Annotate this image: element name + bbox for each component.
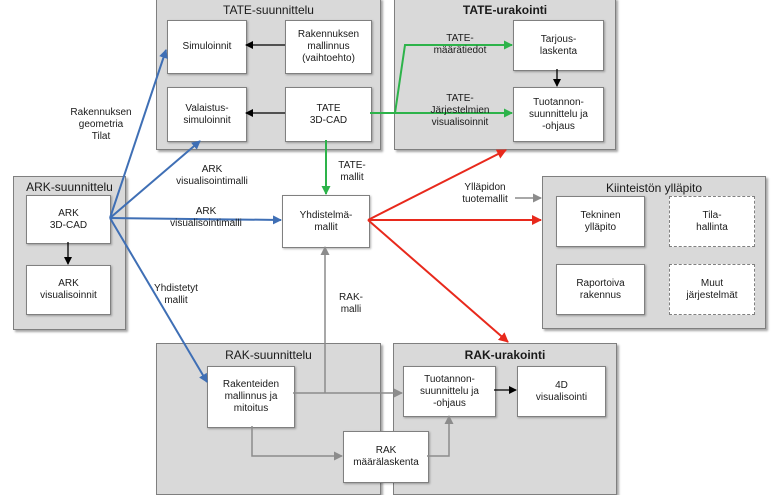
box-tilahallinta: Tila- hallinta xyxy=(669,196,755,247)
label-rakennuksen-geometria: Rakennuksen geometria Tilat xyxy=(70,107,132,142)
arrow-yhdistelma-to-rak-urakointi xyxy=(367,219,509,343)
box-raportoiva-rakennus: Raportoiva rakennus xyxy=(556,264,645,315)
label-rak-malli: RAK- malli xyxy=(339,292,363,315)
box-tekninen-yllapito: Tekninen ylläpito xyxy=(556,196,645,247)
group-title: TATE-suunnittelu xyxy=(223,3,314,17)
group-title: TATE-urakointi xyxy=(462,3,548,17)
box-tarjouslaskenta: Tarjous- laskenta xyxy=(513,20,604,71)
label-tate-mallit: TATE- mallit xyxy=(338,160,366,183)
group-title: ARK-suunnittelu xyxy=(26,180,113,194)
arrow-rakenteiden-to-maaralaskenta xyxy=(251,426,343,461)
arrow-ark-to-simuloinnit xyxy=(109,49,168,219)
arrow-ark-to-yhdistelma xyxy=(109,215,282,225)
arrow-ark-to-valaistus xyxy=(109,140,201,219)
box-valaistus-simuloinnit: Valaistus- simuloinnit xyxy=(167,87,247,142)
box-rak-maaralaskenta: RAK määrälaskenta xyxy=(343,431,429,483)
label-tate-maaratiedot: TATE- määrätiedot xyxy=(433,33,487,56)
group-title: RAK-suunnittelu xyxy=(225,348,312,362)
group-title: Kiinteistön ylläpito xyxy=(605,181,703,195)
box-yhdistelmamallit: Yhdistelmä- mallit xyxy=(282,195,370,248)
label-yhdistetyt-mallit: Yhdistetyt mallit xyxy=(154,283,198,306)
box-rakennuksen-mallinnus: Rakennuksen mallinnus (vaihtoehto) xyxy=(285,20,372,74)
arrow-maaralaskenta-to-tuotannon xyxy=(427,415,454,457)
label-ark-visualisointimalli-1: ARK visualisointimalli xyxy=(176,164,248,187)
arrow-ark-to-rakenteiden xyxy=(109,217,208,383)
arrow-yhdistelma-to-tate-urakointi xyxy=(367,149,507,221)
box-tuotannon-tate: Tuotannon- suunnittelu ja -ohjaus xyxy=(513,87,604,142)
box-tate-3d-cad: TATE 3D-CAD xyxy=(285,87,372,142)
box-ark-visualisoinnit: ARK visualisoinnit xyxy=(26,265,111,315)
label-yllapidon-tuotemallit: Ylläpidon tuotemallit xyxy=(462,182,508,205)
box-ark-3d-cad: ARK 3D-CAD xyxy=(26,195,111,244)
box-4d-visualisointi: 4D visualisointi xyxy=(517,366,606,417)
label-ark-visualisointimalli-2: ARK visualisointimalli xyxy=(170,206,242,229)
box-tuotannon-rak: Tuotannon- suunnittelu ja -ohjaus xyxy=(403,366,496,417)
label-tate-jarjestelmien: TATE- Järjestelmien visualisoinnit xyxy=(430,93,490,128)
box-muut-jarjestelmat: Muut järjestelmät xyxy=(669,264,755,315)
box-rakenteiden-mallinnus: Rakenteiden mallinnus ja mitoitus xyxy=(207,366,295,428)
group-title: RAK-urakointi xyxy=(464,348,546,362)
